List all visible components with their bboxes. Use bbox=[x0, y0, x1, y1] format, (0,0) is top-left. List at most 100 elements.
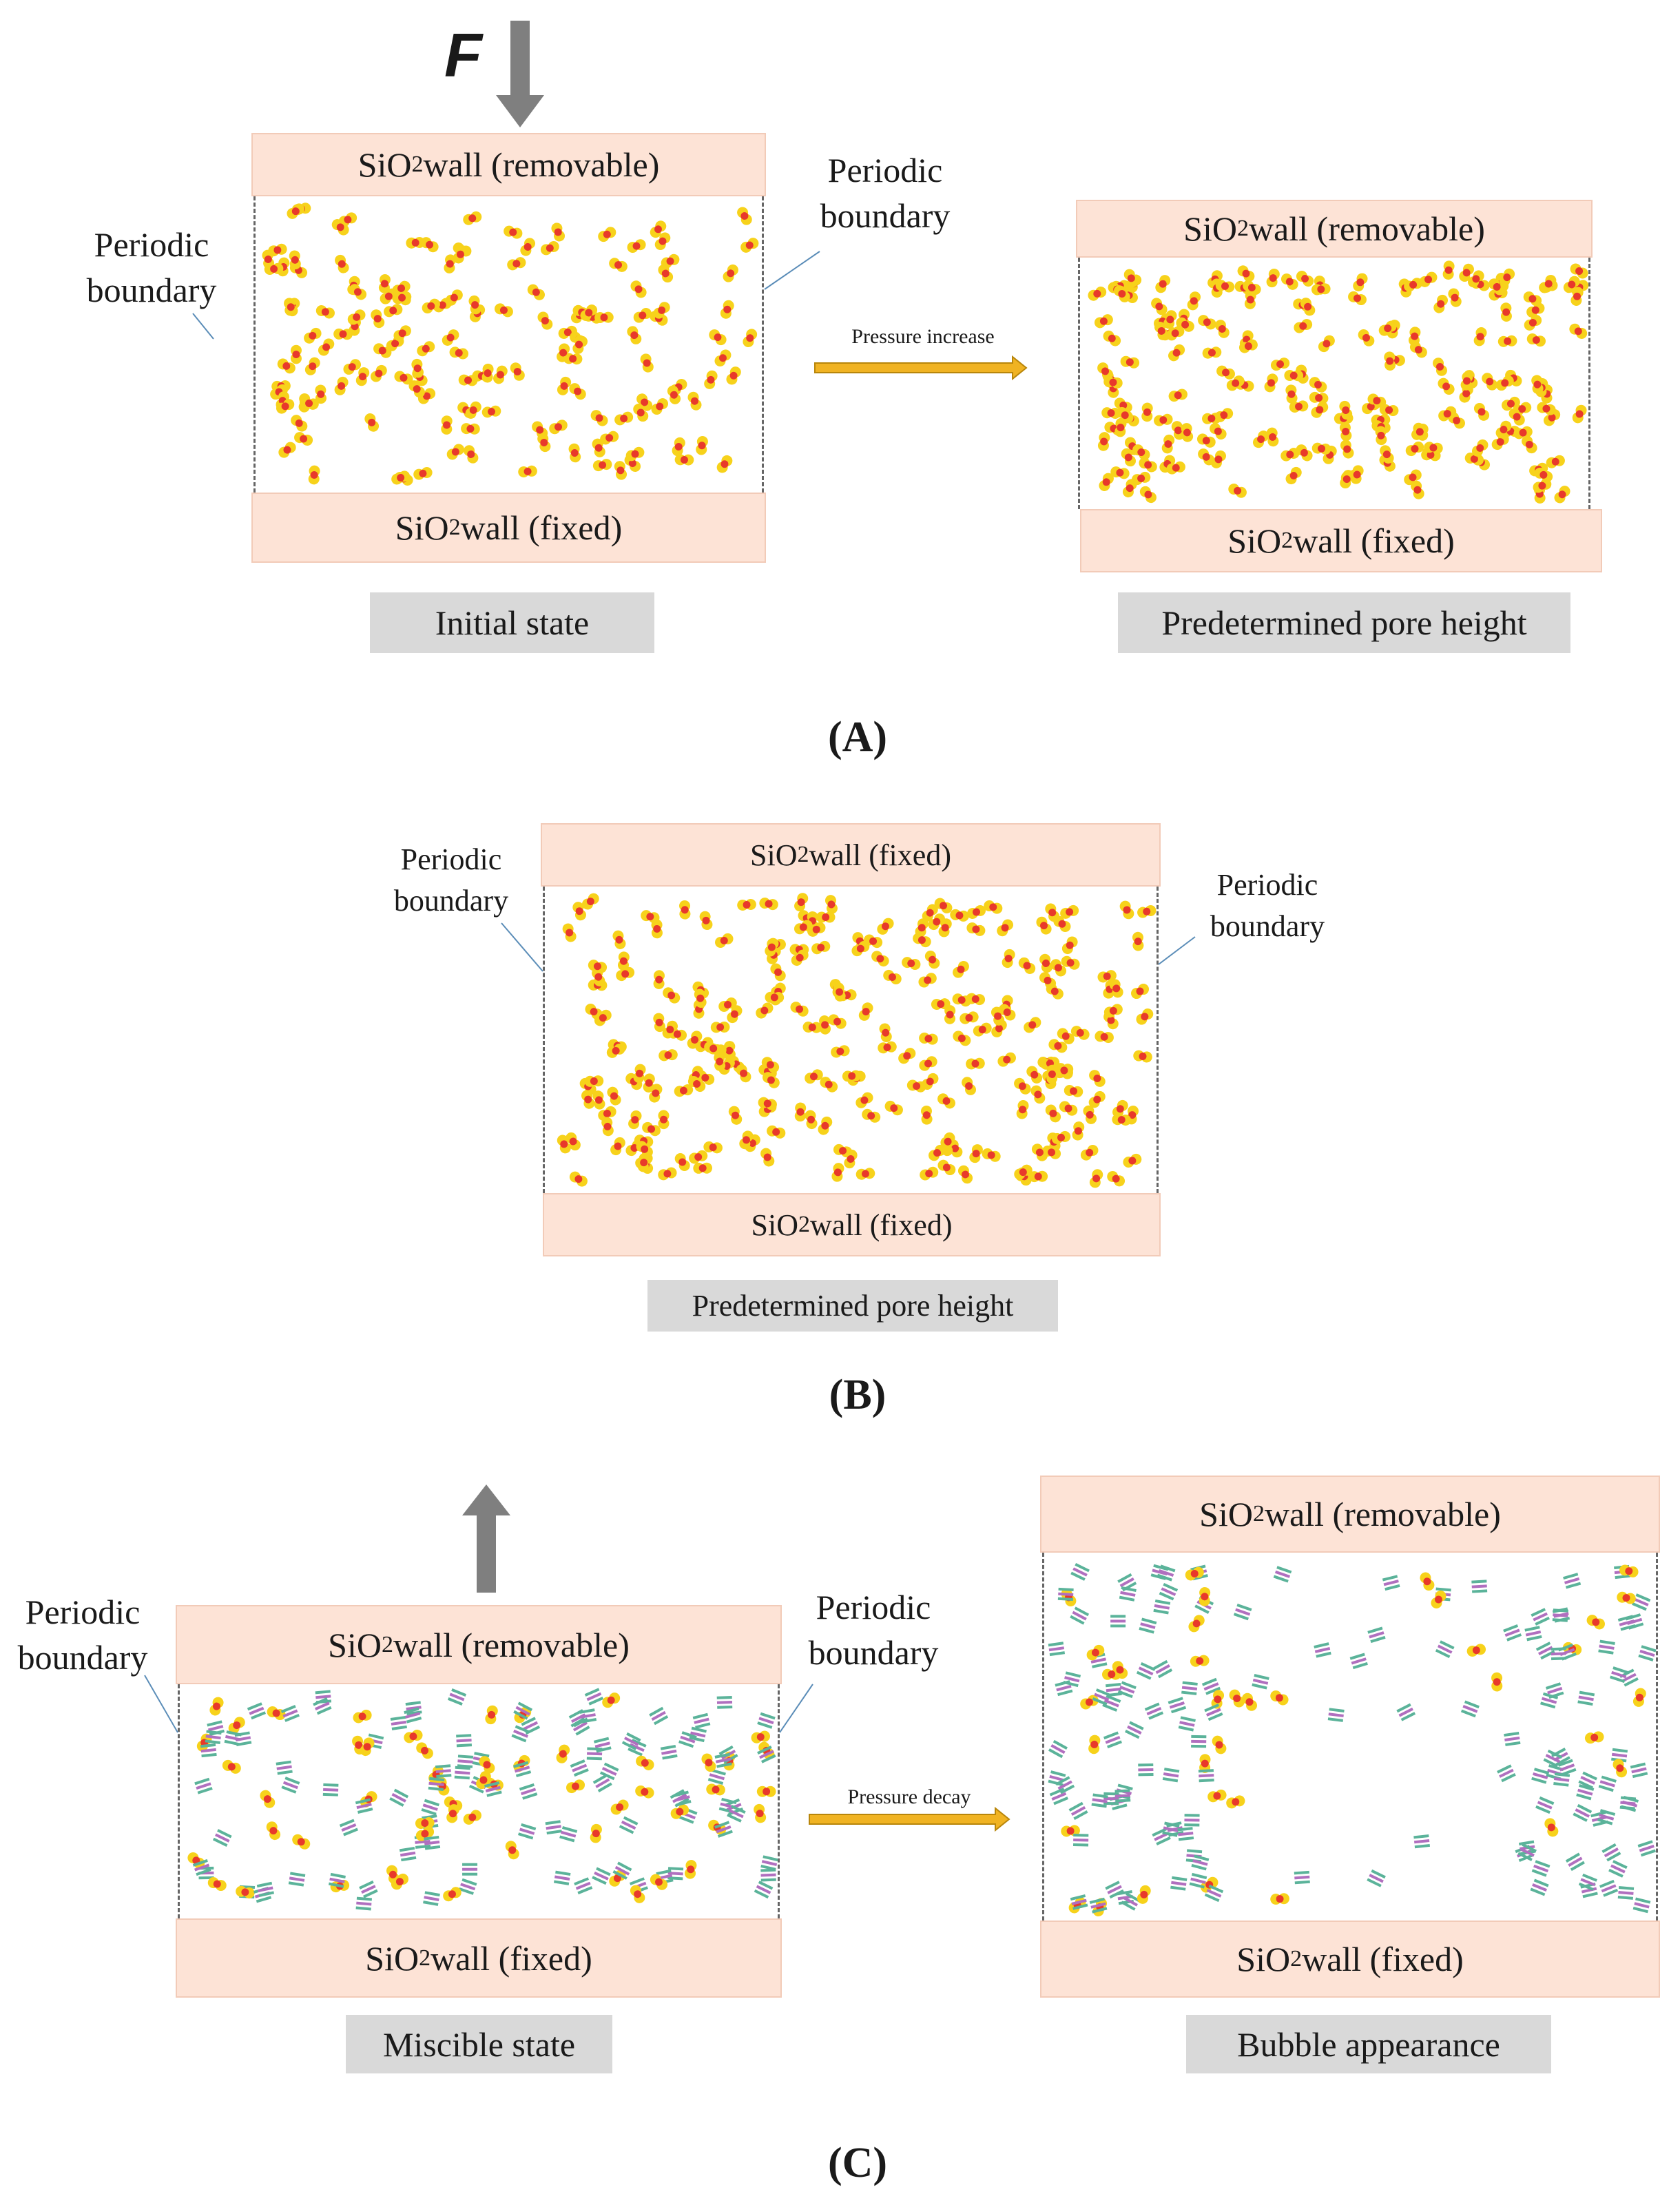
co2-molecule bbox=[481, 363, 494, 383]
co2-molecule bbox=[420, 237, 439, 253]
co2-molecule bbox=[842, 1070, 862, 1082]
co2-molecule bbox=[1408, 327, 1421, 346]
co2-molecule bbox=[590, 1823, 602, 1843]
co2-molecule bbox=[1311, 283, 1331, 296]
co2-molecule bbox=[913, 933, 931, 948]
co2-molecule bbox=[610, 1137, 625, 1156]
panel-label-a: (A) bbox=[827, 714, 888, 760]
co2-molecule bbox=[879, 1023, 892, 1042]
co2-molecule bbox=[287, 203, 305, 219]
oil-molecule bbox=[1048, 1739, 1068, 1759]
co2-molecule bbox=[1431, 1590, 1446, 1608]
co2-molecule bbox=[1226, 375, 1245, 391]
co2-molecule bbox=[636, 393, 653, 411]
co2-molecule bbox=[1132, 444, 1150, 460]
co2-molecule bbox=[966, 922, 986, 936]
co2-molecule bbox=[1405, 441, 1424, 457]
caption-initial-state: Initial state bbox=[370, 592, 654, 653]
oil-molecule bbox=[692, 1712, 711, 1729]
co2-molecule bbox=[1103, 1004, 1123, 1018]
co2-molecule bbox=[1114, 285, 1130, 302]
co2-molecule bbox=[1119, 900, 1134, 920]
co2-molecule bbox=[392, 280, 411, 296]
co2-molecule bbox=[871, 951, 889, 967]
co2-molecule bbox=[726, 366, 741, 385]
oil-molecule bbox=[1170, 1876, 1188, 1891]
co2-molecule bbox=[693, 1162, 713, 1174]
co2-molecule bbox=[1168, 389, 1188, 402]
oil-molecule bbox=[592, 1774, 612, 1792]
pressure-increase-arrow bbox=[814, 355, 1028, 381]
co2-molecule bbox=[1531, 375, 1544, 394]
co2-molecule bbox=[1061, 955, 1080, 970]
co2-molecule bbox=[650, 220, 667, 238]
oil-molecule bbox=[1632, 1593, 1651, 1611]
oil-molecule bbox=[1535, 1796, 1555, 1814]
oil-molecule bbox=[1048, 1642, 1066, 1657]
co2-molecule bbox=[1473, 402, 1490, 421]
oil-molecule bbox=[579, 1708, 597, 1723]
oil-molecule bbox=[1150, 1564, 1169, 1580]
oil-molecule bbox=[727, 1805, 746, 1823]
oil-molecule bbox=[1092, 1688, 1111, 1706]
co2-molecule bbox=[1094, 314, 1113, 329]
co2-molecule bbox=[672, 437, 685, 457]
co2-molecule bbox=[1541, 275, 1557, 293]
co2-molecule bbox=[1612, 1759, 1628, 1778]
oil-molecule bbox=[1070, 1563, 1090, 1581]
particles-bubble bbox=[1048, 1563, 1657, 1917]
co2-molecule bbox=[518, 465, 537, 478]
co2-molecule bbox=[1154, 413, 1173, 426]
co2-molecule bbox=[1433, 294, 1449, 313]
co2-molecule bbox=[1264, 373, 1278, 393]
co2-molecule bbox=[982, 1148, 1001, 1162]
oil-molecule bbox=[1576, 1783, 1595, 1801]
co2-molecule bbox=[633, 307, 652, 323]
co2-molecule bbox=[790, 1002, 809, 1017]
co2-molecule bbox=[1139, 457, 1157, 473]
oil-molecule bbox=[456, 1734, 473, 1748]
co2-molecule bbox=[391, 1873, 408, 1890]
co2-molecule bbox=[209, 1697, 224, 1716]
co2-molecule bbox=[1198, 315, 1216, 330]
co2-molecule bbox=[967, 905, 986, 919]
co2-molecule bbox=[674, 1084, 694, 1097]
co2-molecule bbox=[453, 245, 468, 264]
co2-molecule bbox=[991, 1019, 1007, 1037]
co2-molecule bbox=[694, 988, 707, 1008]
co2-molecule bbox=[594, 311, 614, 324]
co2-molecule bbox=[569, 383, 586, 400]
co2-molecule bbox=[1237, 265, 1255, 282]
co2-molecule bbox=[1014, 1077, 1031, 1095]
co2-molecule bbox=[441, 415, 453, 435]
co2-molecule bbox=[443, 1887, 462, 1902]
co2-molecule bbox=[572, 902, 586, 921]
co2-molecule bbox=[1464, 453, 1484, 466]
co2-molecule bbox=[493, 365, 508, 384]
co2-molecule bbox=[582, 893, 599, 910]
co2-molecule bbox=[551, 222, 566, 242]
oil-molecule bbox=[454, 1766, 470, 1780]
co2-molecule bbox=[476, 1770, 491, 1790]
oil-molecule bbox=[1057, 1587, 1074, 1601]
co2-molecule bbox=[1375, 426, 1387, 446]
co2-molecule bbox=[630, 280, 647, 298]
oil-molecule bbox=[1517, 1843, 1537, 1861]
co2-molecule bbox=[953, 960, 969, 978]
co2-molecule bbox=[236, 1885, 255, 1898]
co2-molecule bbox=[1123, 1153, 1142, 1168]
co2-molecule bbox=[1110, 466, 1130, 479]
oil-molecule bbox=[673, 1790, 692, 1807]
co2-molecule bbox=[1442, 260, 1455, 280]
co2-molecule bbox=[1270, 358, 1290, 371]
co2-molecule bbox=[957, 1165, 973, 1184]
co2-molecule bbox=[1176, 317, 1194, 332]
leader-line bbox=[501, 922, 543, 972]
co2-molecule bbox=[1053, 915, 1071, 932]
co2-molecule bbox=[1031, 1143, 1048, 1161]
co2-molecule bbox=[1199, 1586, 1211, 1606]
oil-molecule bbox=[1049, 1788, 1068, 1805]
co2-molecule bbox=[464, 445, 479, 464]
